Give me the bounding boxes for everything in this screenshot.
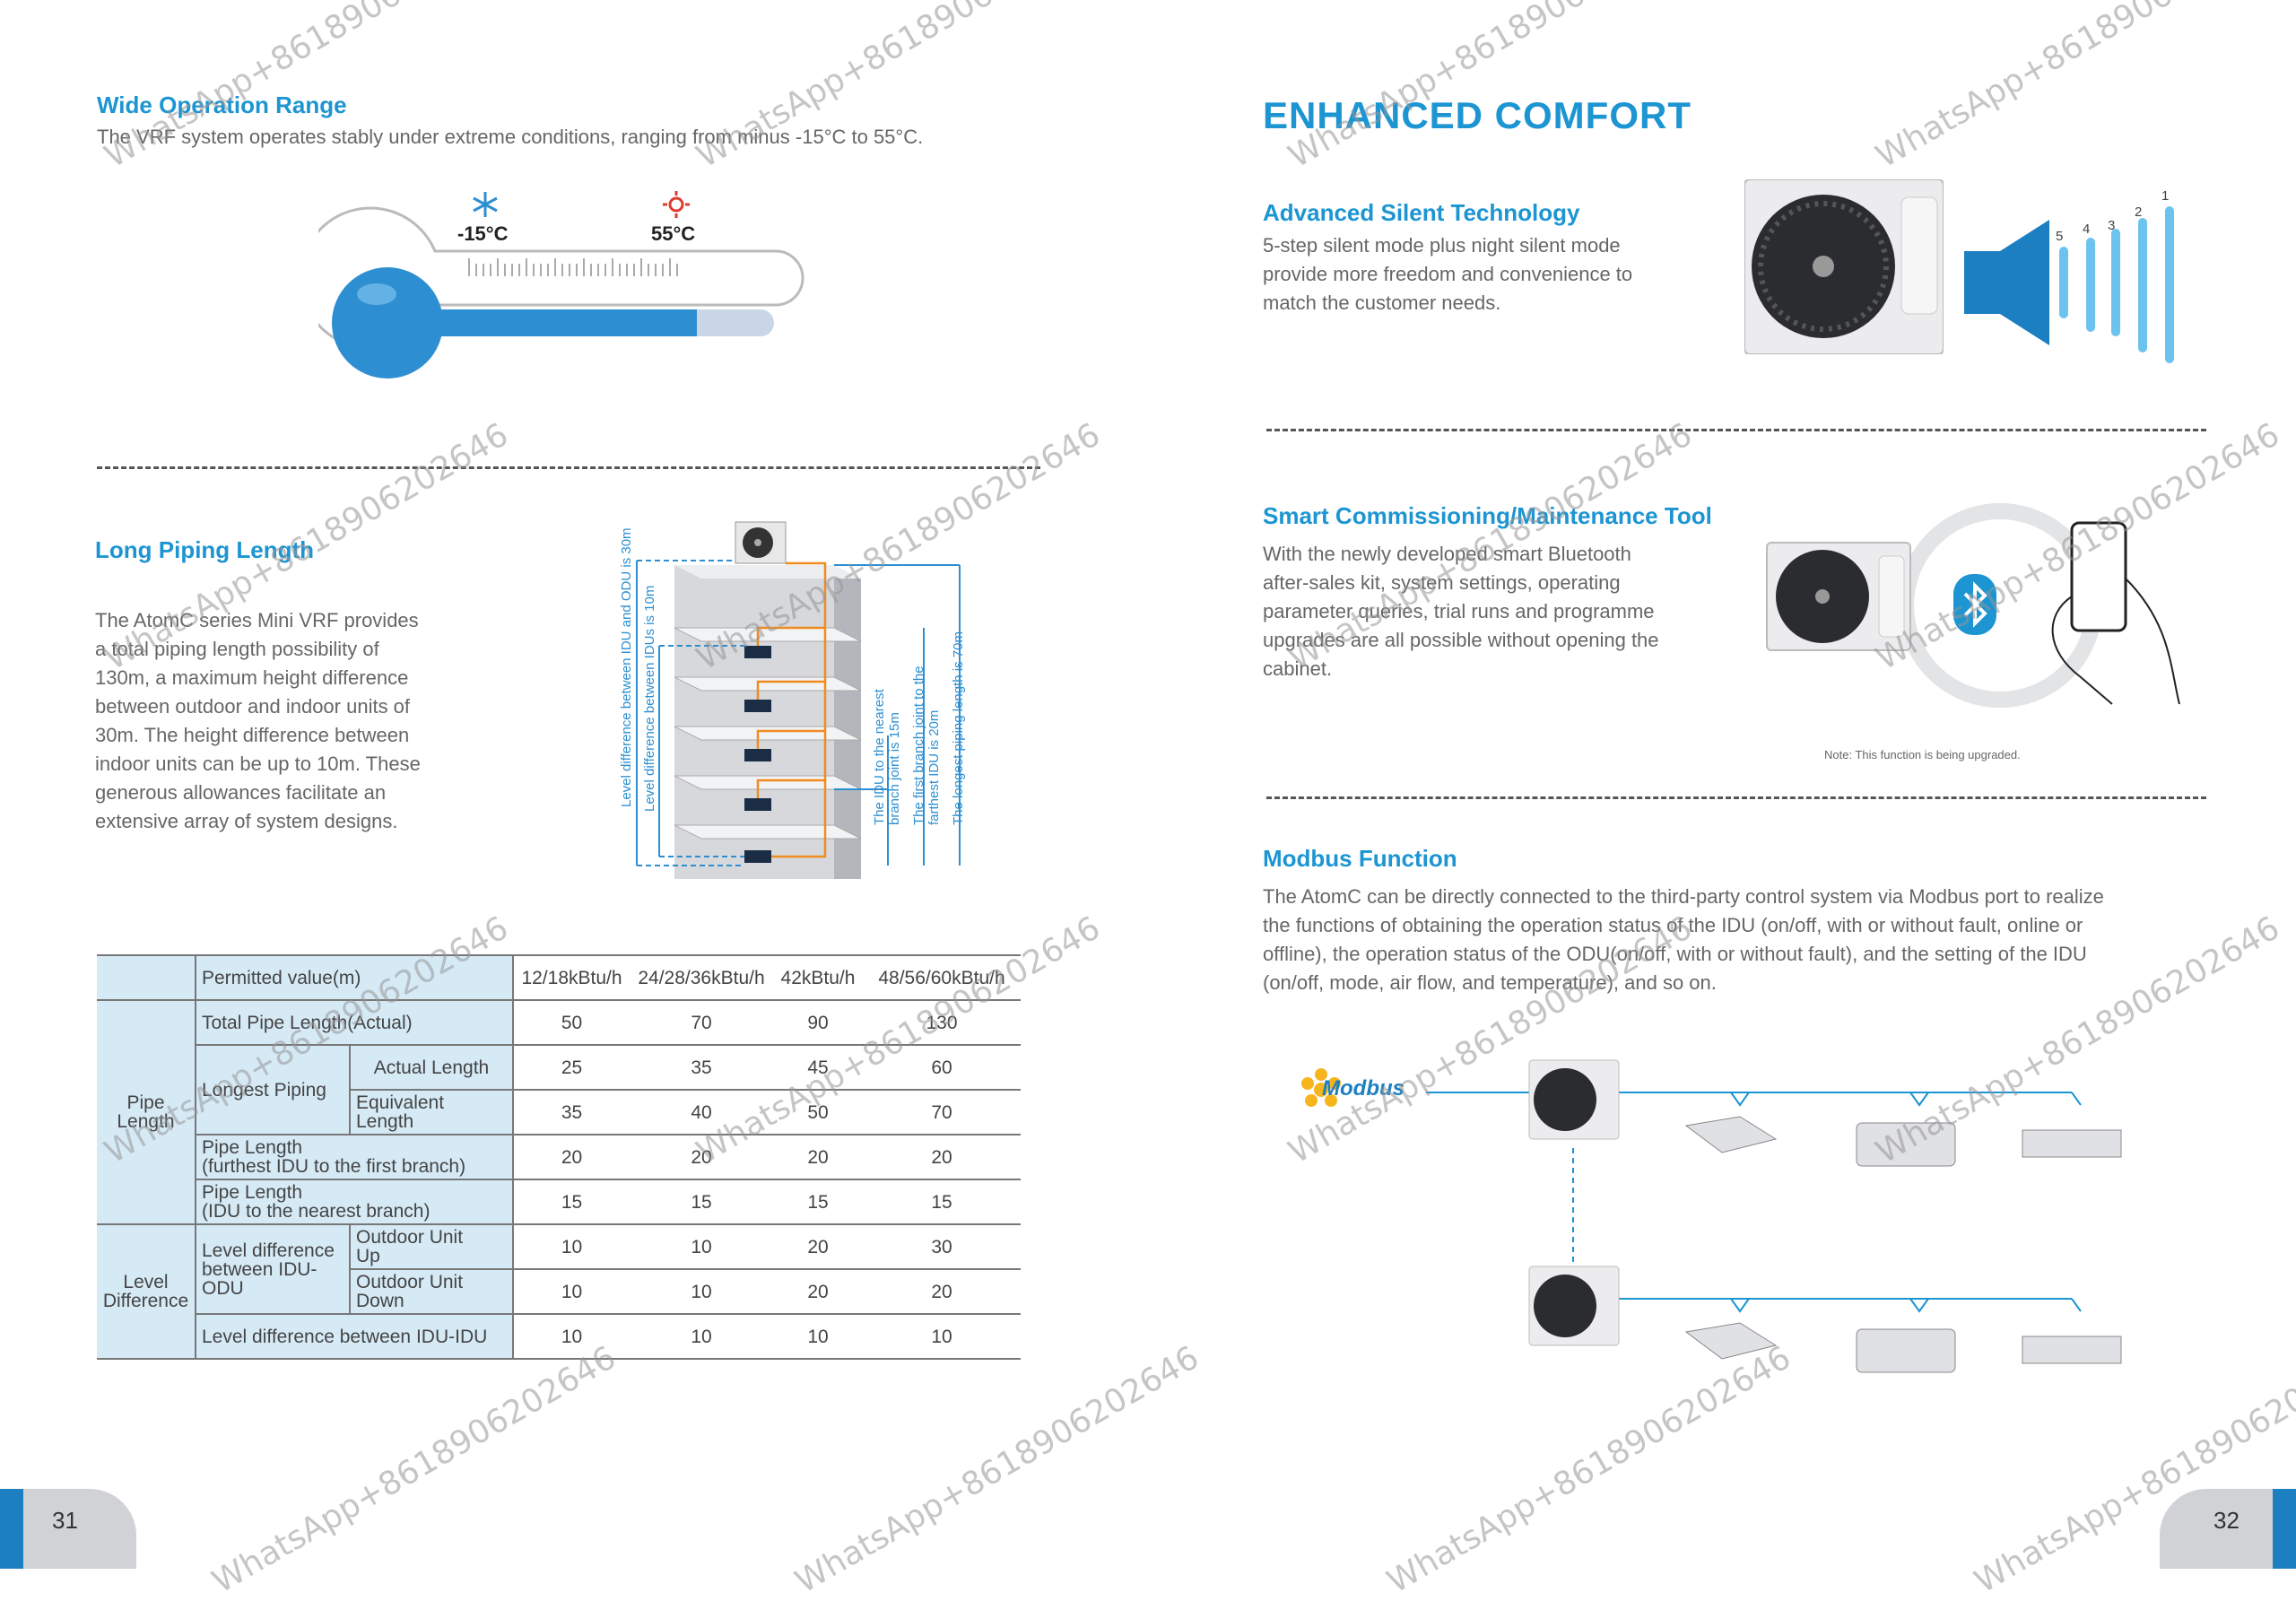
- modbus-network-diagram: [1426, 1031, 2188, 1399]
- watermark: WhatsApp+8618906202646: [1870, 0, 2286, 176]
- smart-title: Smart Commissioning/Maintenance Tool: [1263, 502, 1712, 529]
- page-tab-left: [0, 1489, 139, 1569]
- col-header: 48/56/60kBtu/h: [863, 954, 1021, 1001]
- cold-label: -15°C: [457, 222, 509, 245]
- label-idu-odu: Level difference between IDU and ODU is …: [619, 527, 634, 807]
- page-number-left: 31: [52, 1507, 78, 1534]
- snowflake-icon: [471, 190, 500, 219]
- building-piping-diagram: [619, 511, 978, 888]
- group-pipe-length: Pipe Length: [97, 999, 196, 1225]
- watermark: WhatsApp+8618906202646: [99, 0, 515, 176]
- label-nearest-branch: The IDU to the nearest branch joint is 1…: [872, 689, 902, 825]
- section-heading: ENHANCED COMFORT: [1263, 94, 1692, 136]
- table-row: Outdoor Unit Down 10 10 20 20: [97, 1268, 1021, 1315]
- bluetooth-icon: [1953, 574, 1996, 635]
- modbus-text: The AtomC can be directly connected to t…: [1263, 885, 2104, 994]
- table-row: Level Difference Level difference betwee…: [97, 1223, 1021, 1360]
- table-row: Pipe Length (IDU to the nearest branch) …: [97, 1179, 1021, 1225]
- watermark: WhatsApp+8618906202646: [789, 1339, 1205, 1601]
- table-header-row: Permitted value(m) 12/18kBtu/h 24/28/36k…: [97, 954, 1021, 1001]
- label-first-branch: The first branch joint to the farthest I…: [911, 666, 942, 825]
- label-idus: Level difference between IDUs is 10m: [642, 585, 657, 812]
- silent-text: 5-step silent mode plus night silent mod…: [1263, 234, 1633, 314]
- label-longest: The longest piping length is 70m: [951, 631, 966, 825]
- table-row: Level difference between IDU-IDU 10 10 1…: [97, 1313, 1021, 1360]
- group-level-difference: Level Difference: [97, 1223, 196, 1360]
- table-row: Pipe Length (furthest IDU to the first b…: [97, 1134, 1021, 1180]
- watermark: WhatsApp+8618906202646: [206, 1339, 622, 1601]
- level-label: 4: [2083, 222, 2091, 237]
- col-header: 12/18kBtu/h: [513, 954, 630, 1001]
- piping-text: The AtomC series Mini VRF provides a tot…: [95, 609, 421, 832]
- speaker-icon: [1964, 220, 2049, 345]
- piping-title: Long Piping Length: [95, 536, 315, 563]
- smart-text: With the newly developed smart Bluetooth…: [1263, 543, 1659, 680]
- level-label: 2: [2135, 204, 2143, 220]
- page-tab-right: [2157, 1489, 2296, 1569]
- sun-icon: [662, 190, 691, 219]
- watermark: WhatsApp+8618906202646: [1283, 0, 1699, 176]
- col-header: 42kBtu/h: [773, 954, 863, 1001]
- modbus-logo-text: Modbus: [1322, 1076, 1405, 1101]
- wide-range-title: Wide Operation Range: [97, 91, 347, 118]
- section-divider: [1266, 796, 2206, 799]
- wide-range-text: The VRF system operates stably under ext…: [97, 126, 924, 148]
- level-label: 5: [2056, 229, 2064, 244]
- thermometer-graphic: [299, 188, 812, 404]
- silent-title: Advanced Silent Technology: [1263, 199, 1580, 226]
- hot-label: 55°C: [651, 222, 696, 245]
- section-divider: [97, 466, 1040, 469]
- watermark: WhatsApp+8618906202646: [691, 0, 1107, 176]
- table-row: Longest Piping Actual Length 25 35 45 60: [97, 1044, 1021, 1135]
- page-number-right: 32: [2213, 1507, 2239, 1534]
- modbus-logo-icon: [1299, 1067, 1344, 1112]
- level-label: 3: [2108, 218, 2116, 233]
- table-row: Pipe Length Total Pipe Length(Actual) 50…: [97, 999, 1021, 1225]
- permitted-header: Permitted value(m): [196, 954, 514, 1001]
- outdoor-unit-image: [1744, 178, 1944, 355]
- col-header: 24/28/36kBtu/h: [630, 954, 773, 1001]
- smart-tool-graphic: [1758, 498, 2197, 713]
- table-row: Equivalent Length 35 40 50 70: [97, 1089, 1021, 1135]
- section-divider: [1266, 429, 2206, 431]
- smart-note: Note: This function is being upgraded.: [1824, 748, 2021, 761]
- modbus-title: Modbus Function: [1263, 845, 1457, 872]
- spec-table: Permitted value(m) 12/18kBtu/h 24/28/36k…: [97, 954, 1021, 1360]
- level-label: 1: [2161, 188, 2170, 204]
- silent-level-bars: [2054, 184, 2197, 363]
